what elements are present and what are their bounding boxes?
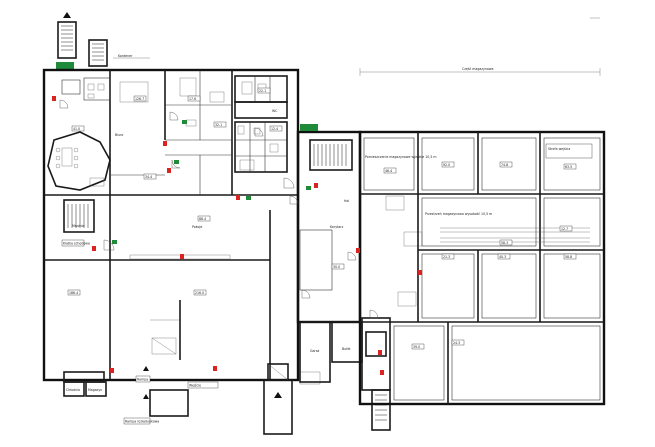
fire-extinguisher-icon <box>52 96 56 101</box>
fire-extinguisher-icon <box>380 370 384 375</box>
room-tag: 24.3 <box>453 341 460 345</box>
room-tags: 126.7 17.6 32.1 34.4 88.4 41.0 216.0 186… <box>67 87 577 350</box>
room-tag: 46.4 <box>385 169 392 173</box>
exit-signs <box>112 120 311 244</box>
room-tag: 58.8 <box>565 255 572 259</box>
emergency-exit-icon <box>182 120 187 124</box>
room-tag: 88.4 <box>199 217 206 221</box>
corr-label: Korytarz <box>330 225 344 229</box>
note-right-3: Strefa wejścia <box>548 147 570 151</box>
wc-label: WC <box>272 109 278 113</box>
room-tag: 12.7 <box>561 227 568 231</box>
dimension-line: Część magazynowa <box>359 17 601 76</box>
room-tag: 216.0 <box>195 291 204 295</box>
room-tag: 30.0 <box>333 265 340 269</box>
room-tag: 21.3 <box>443 255 450 259</box>
warehouse-block: Pomieszczenie magazynowe wysokie 10,5 m … <box>358 130 606 406</box>
bottom-tag-entrance: Wejście <box>189 384 201 388</box>
bottom-tag-ramp: Rampa <box>137 378 148 382</box>
room-tag: 39.0 <box>413 345 420 349</box>
room-tag: 74.8 <box>501 163 508 167</box>
fire-extinguisher-icon <box>167 168 171 173</box>
fire-extinguishers <box>52 96 422 375</box>
fire-extinguisher-icon <box>236 195 240 200</box>
entrance-label: Rampa rozładunkowa <box>125 420 159 424</box>
emergency-exit-icon <box>246 196 251 200</box>
arrow-up-icon <box>143 366 149 371</box>
left-stair-block: Klatka schodowa Mroźnia <box>61 199 95 247</box>
note-right-1: Pomieszczenie magazynowe wysokie 10,5 m <box>365 155 436 159</box>
garage-label: Garaż <box>310 349 320 353</box>
main-hall-label: Pokoje <box>192 225 202 229</box>
top-stair-tower: Kontener <box>56 12 150 69</box>
emergency-exit-icon <box>306 186 311 190</box>
fire-extinguisher-icon <box>213 366 217 371</box>
fire-extinguisher-icon <box>378 350 382 355</box>
note-right-2: Przestrzeń magazynowa wysokość 10,5 m <box>425 212 492 216</box>
arrow-up-icon <box>274 392 282 398</box>
emergency-exit-icon <box>56 62 74 69</box>
north-arrow-icon <box>63 12 71 18</box>
room-tag: 12.4 <box>271 127 278 131</box>
office-area: Biuro <box>61 77 225 137</box>
fire-extinguisher-icon <box>163 141 167 146</box>
room-tag: 40.3 <box>499 255 506 259</box>
room-tag: 58.3 <box>501 241 508 245</box>
loading-dock <box>263 363 321 435</box>
stairs-left-label: Klatka schodowa <box>63 242 90 246</box>
room-tag: 17.6 <box>189 97 196 101</box>
emergency-exit-icon <box>174 160 179 164</box>
bufet-label: Bufet <box>342 347 351 351</box>
cold-room-label: Mroźnia <box>72 224 85 228</box>
room-tag: 34.4 <box>145 175 152 179</box>
office-room-label: Biuro <box>115 133 123 137</box>
fire-extinguisher-icon <box>356 248 360 253</box>
fire-extinguisher-icon <box>92 246 96 251</box>
room-tag: 41.0 <box>73 127 80 131</box>
fire-extinguisher-icon <box>418 270 422 275</box>
fire-extinguisher-icon <box>110 368 114 373</box>
emergency-exit-icon <box>112 240 117 244</box>
wc-block: WC <box>234 75 288 173</box>
room-tag: 92.0 <box>443 163 450 167</box>
room-tag: 186.4 <box>69 291 78 295</box>
emergency-exit-icon <box>300 124 318 131</box>
room-tag: 63.5 <box>565 165 572 169</box>
fire-extinguisher-icon <box>180 254 184 259</box>
room-tag: 32.1 <box>215 123 222 127</box>
conference-room <box>47 131 111 191</box>
top-right-title: Część magazynowa <box>462 67 493 71</box>
door-swing-icon <box>59 99 379 319</box>
room-tag: 126.7 <box>135 97 144 101</box>
bottom-left-rooms: Chłodnia Magazyn Rampa Wejście Rampa roz… <box>63 366 219 425</box>
top-left-note: Kontener <box>118 54 133 58</box>
lobby-label: Hol <box>344 199 349 203</box>
fire-extinguisher-icon <box>314 183 318 188</box>
cooler-label: Chłodnia <box>66 388 80 392</box>
arrow-up-icon <box>143 394 149 399</box>
room-tag: 22.1 <box>259 89 266 93</box>
store-label: Magazyn <box>88 388 102 392</box>
